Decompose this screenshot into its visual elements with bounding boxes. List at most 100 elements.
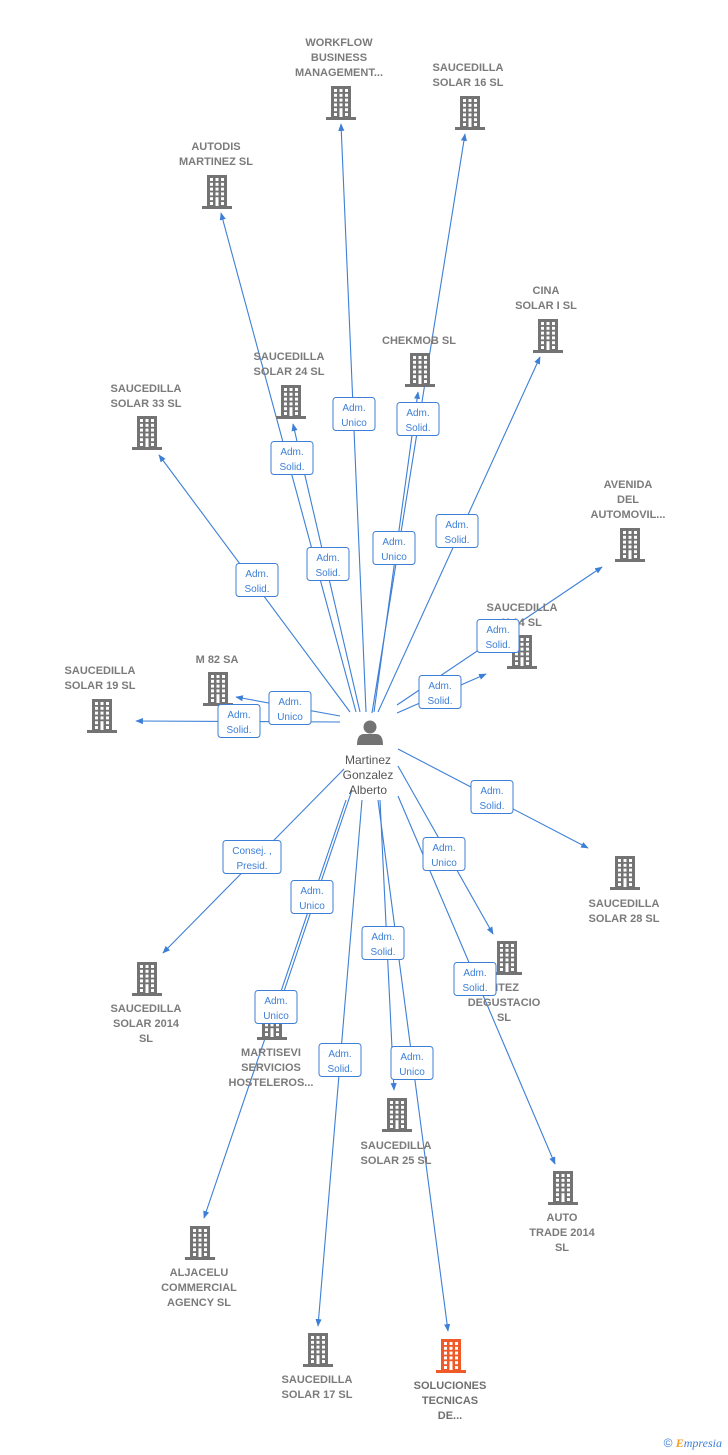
relation-tag-m82[interactable]: Adm.Unico — [268, 691, 312, 725]
relation-tag-ss17[interactable]: Adm.Solid. — [318, 1043, 362, 1077]
company-label-autodis-line-1: AUTODIS — [191, 141, 240, 153]
relation-tag-text-ss19-1: Adm. — [227, 710, 250, 721]
building-icon — [303, 1333, 333, 1367]
company-label-autotrade-line-1: AUTO — [547, 1212, 578, 1224]
relation-tag-ss2014[interactable]: Consej. ,Presid. — [222, 840, 282, 874]
company-label-martisevi-line-2: SERVICIOS — [241, 1062, 301, 1074]
company-label-ss17-line-1: SAUCEDILLA — [282, 1374, 353, 1386]
relation-tag-text-ss17-2: Solid. — [327, 1064, 352, 1075]
relation-tag-autodis[interactable]: Adm.Solid. — [270, 441, 314, 475]
building-icon — [132, 416, 162, 450]
person-name-line-1: Martinez — [345, 753, 391, 767]
building-icon — [533, 319, 563, 353]
relation-tag-text-autodis-2: Solid. — [279, 462, 304, 473]
company-label-aljacelu-line-3: AGENCY SL — [167, 1297, 231, 1309]
building-icon — [405, 353, 435, 387]
company-node-aljacelu[interactable]: ALJACELU COMMERCIAL AGENCY SL — [161, 1226, 237, 1309]
relation-tag-text-autotrade-1: Adm. — [463, 968, 486, 979]
relation-tag-text-cina-2: Solid. — [444, 535, 469, 546]
company-node-workflow[interactable]: WORKFLOWBUSINESSMANAGEMENT... — [295, 37, 383, 120]
relation-tag-text-ss24-1: Adm. — [316, 553, 339, 564]
building-icon — [87, 699, 117, 733]
company-label-ss14-line-1: SAUCEDILLA — [487, 602, 558, 614]
relation-tag-soluciones[interactable]: Adm.Unico — [390, 1046, 434, 1080]
company-label-workflow-line-1: WORKFLOW — [305, 37, 373, 49]
company-node-m82[interactable]: M 82 SA — [196, 654, 239, 706]
company-label-avenida-line-1: AVENIDA — [604, 479, 653, 491]
copyright-symbol: © — [663, 1436, 673, 1450]
company-label-workflow-line-3: MANAGEMENT... — [295, 67, 383, 79]
relation-tag-text-ss25-1: Adm. — [371, 932, 394, 943]
company-label-m82-line-1: M 82 SA — [196, 654, 239, 666]
relation-tag-text-mtez-1: Adm. — [432, 843, 455, 854]
relation-tag-text-avenida-2: Solid. — [485, 640, 510, 651]
relation-tag-chekmob[interactable]: Adm.Unico — [372, 531, 416, 565]
company-label-ss2014-line-2: SOLAR 2014 — [113, 1018, 180, 1030]
building-icon — [132, 962, 162, 996]
relation-tag-text-martisevi-2: Unico — [299, 901, 325, 912]
company-label-soluciones-line-1: SOLUCIONES — [414, 1380, 487, 1392]
tags-layer: Adm.UnicoAdm.Solid.Adm.Solid.Adm.Solid.A… — [217, 397, 520, 1080]
relation-tag-martisevi[interactable]: Adm.Unico — [290, 880, 334, 914]
company-label-autotrade-line-2: TRADE 2014 — [529, 1227, 595, 1239]
company-label-ss28-line-2: SOLAR 28 SL — [589, 913, 660, 925]
company-node-soluciones[interactable]: SOLUCIONESTECNICASDE... — [414, 1339, 487, 1422]
relation-tag-avenida[interactable]: Adm.Solid. — [476, 619, 520, 653]
relation-tag-ss24[interactable]: Adm. Solid. — [306, 547, 350, 581]
company-node-ss25[interactable]: SAUCEDILLA SOLAR 25 SL — [361, 1098, 432, 1167]
relation-tag-ss14[interactable]: Adm.Solid. — [418, 675, 462, 709]
relation-tag-mtez[interactable]: Adm.Unico — [422, 837, 466, 871]
empresia-logo[interactable]: Empresia — [675, 1436, 722, 1450]
relation-tag-text-ss33-2: Solid. — [244, 584, 269, 595]
relation-tag-text-soluciones-2: Unico — [399, 1067, 425, 1078]
relation-tag-aljacelu[interactable]: Adm.Unico — [254, 990, 298, 1024]
relation-tag-text-workflow-2: Unico — [341, 418, 367, 429]
center-person[interactable]: Martinez Gonzalez Alberto — [343, 720, 394, 798]
company-label-ss25-line-1: SAUCEDILLA — [361, 1140, 432, 1152]
building-icon — [202, 175, 232, 209]
company-label-ss19-line-2: SOLAR 19 SL — [65, 680, 136, 692]
relation-tag-ss33[interactable]: Adm. Solid. — [235, 563, 279, 597]
company-label-mtez-line-2: DEGUSTACIO — [468, 997, 541, 1009]
relation-tag-text-ss33-1: Adm. — [245, 569, 268, 580]
company-node-avenida[interactable]: AVENIDADELAUTOMOVIL... — [591, 479, 666, 562]
relation-tag-text-cina-1: Adm. — [445, 520, 468, 531]
company-label-mtez-line-3: SL — [497, 1012, 511, 1024]
relation-tag-cina[interactable]: Adm. Solid. — [435, 514, 479, 548]
company-label-aljacelu-line-1: ALJACELU — [170, 1267, 229, 1279]
relation-tag-text-chekmob-2: Unico — [381, 552, 407, 563]
company-node-mtez[interactable]: MTEZ DEGUSTACIO SL — [468, 941, 541, 1024]
relation-tag-text-ss28-2: Solid. — [479, 801, 504, 812]
person-icon — [357, 720, 383, 745]
building-icon — [615, 528, 645, 562]
relation-tag-workflow[interactable]: Adm. Unico — [332, 397, 376, 431]
relation-tag-autotrade[interactable]: Adm.Solid. — [453, 962, 497, 996]
building-icon — [276, 385, 306, 419]
relation-tag-text-ss28-1: Adm. — [480, 786, 503, 797]
relation-tag-ss28[interactable]: Adm. Solid. — [470, 780, 514, 814]
relation-tag-text-ss16-2: Solid. — [405, 423, 430, 434]
company-label-mtez-line-1: MTEZ — [489, 982, 519, 994]
relation-tag-ss16[interactable]: Adm.Solid. — [396, 402, 440, 436]
relation-tag-text-workflow-1: Adm. — [342, 403, 365, 414]
company-label-ss24-line-2: SOLAR 24 SL — [254, 366, 325, 378]
company-label-ss16-line-2: SOLAR 16 SL — [433, 77, 504, 89]
building-icon — [185, 1226, 215, 1260]
company-label-ss25-line-2: SOLAR 25 SL — [361, 1155, 432, 1167]
relation-tag-ss19[interactable]: Adm. Solid. — [217, 704, 261, 738]
relation-tag-ss25[interactable]: Adm.Solid. — [361, 926, 405, 960]
company-label-aljacelu-line-2: COMMERCIAL — [161, 1282, 237, 1294]
company-node-chekmob[interactable]: CHEKMOB SL — [382, 335, 456, 387]
relation-tag-text-ss19-2: Solid. — [226, 725, 251, 736]
relation-tag-text-ss24-2: Solid. — [315, 568, 340, 579]
